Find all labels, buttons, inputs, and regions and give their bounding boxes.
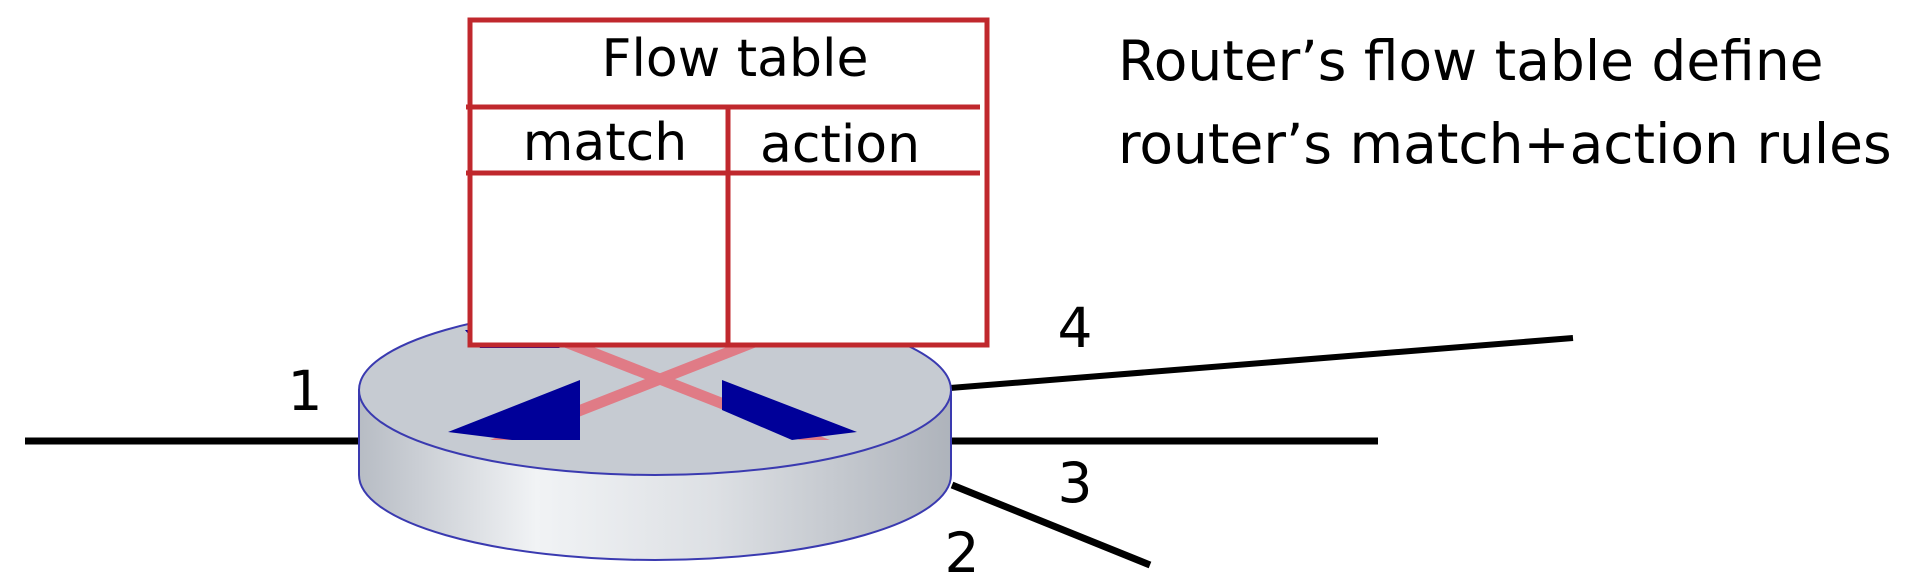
port-label-1: 1 <box>288 359 323 423</box>
flow-table: Flow table match action <box>466 17 990 348</box>
cross-arm-dark-1 <box>448 380 580 440</box>
caption: Router’s flow table define router’s matc… <box>1118 20 1918 186</box>
port-label-3: 3 <box>1058 451 1093 515</box>
flow-table-title: Flow table <box>602 29 869 89</box>
flow-table-column-action: action <box>760 115 920 175</box>
caption-line-1: Router’s flow table define <box>1118 29 1824 93</box>
cross-arm-dark-2 <box>722 380 857 440</box>
port-label-4: 4 <box>1058 296 1093 360</box>
port-label-2: 2 <box>945 521 980 576</box>
router-cross <box>448 330 857 440</box>
link-port-4 <box>949 335 1574 391</box>
flow-table-column-match: match <box>523 113 687 173</box>
link-port-2 <box>950 481 1152 569</box>
links <box>25 335 1574 569</box>
router <box>358 304 952 561</box>
caption-line-2: router’s match+action rules <box>1118 112 1892 176</box>
port-labels: 1 2 3 4 <box>288 296 1093 580</box>
